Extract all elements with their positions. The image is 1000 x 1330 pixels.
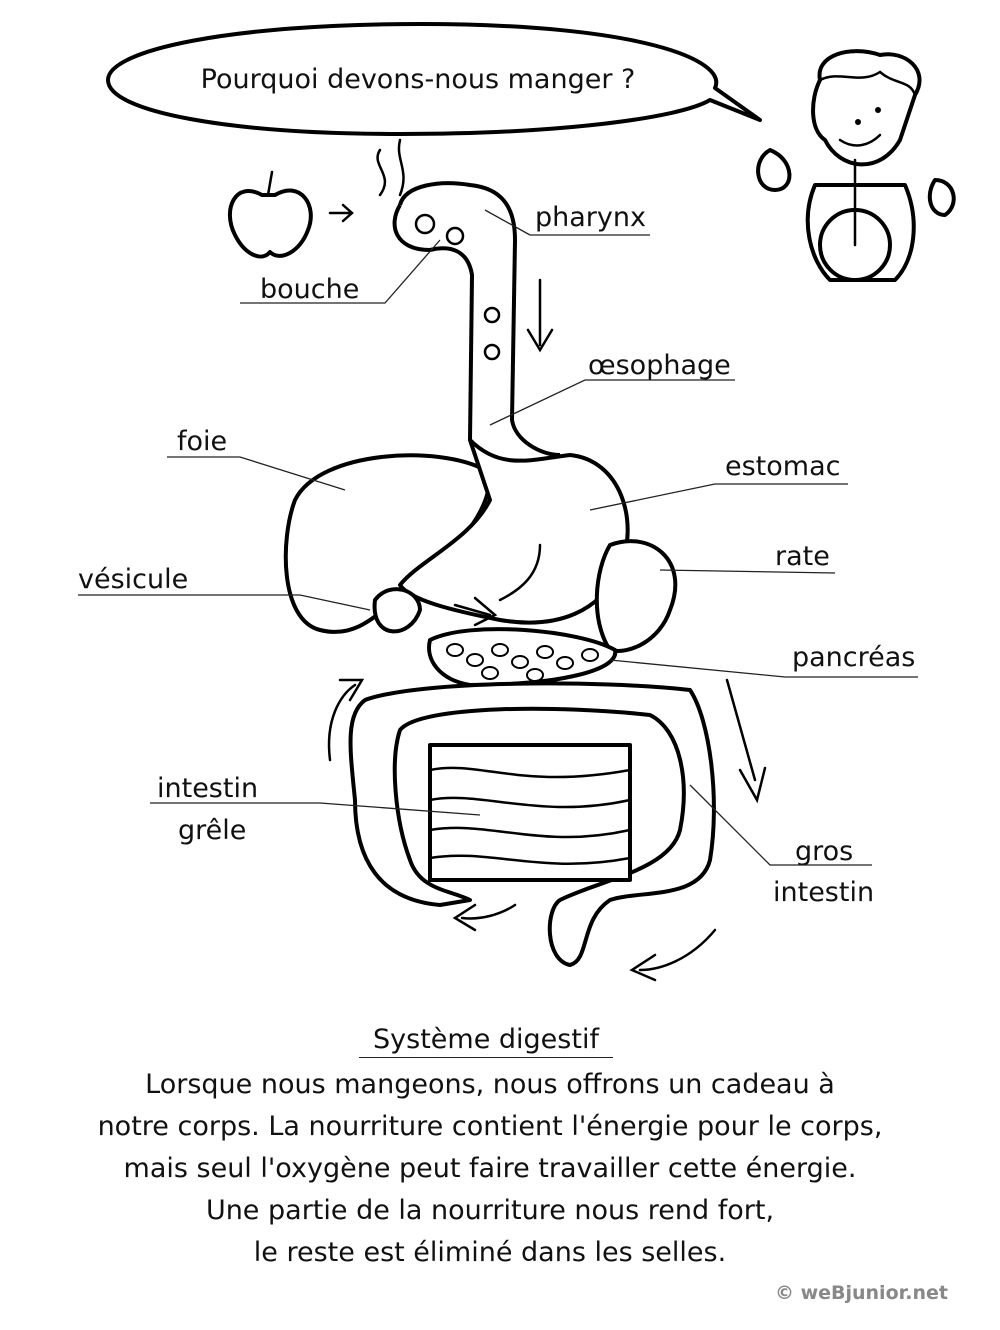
caption-line: mais seul l'oxygène peut faire travaille… [123,1153,857,1184]
caption-line: notre corps. La nourriture contient l'én… [97,1111,883,1142]
speech-bubble-text: Pourquoi devons-nous manger ? [201,64,636,95]
apple-icon [227,170,354,259]
spleen [594,539,678,653]
gall-bladder [372,587,422,634]
esophagus [376,138,561,457]
label-intestin-grele-1: intestin [157,773,258,804]
caption-title-text: Système digestif [359,1024,613,1058]
organ-labels: pharynx bouche œsophage foie estomac rat… [78,202,918,908]
caption-line: Une partie de la nourriture nous rend fo… [205,1195,775,1226]
label-pancreas: pancréas [792,642,915,673]
label-gros-intestin-2: intestin [773,877,874,908]
label-foie: foie [177,426,227,457]
label-vesicule: vésicule [78,564,188,595]
caption-title: Système digestif [0,1024,972,1058]
small-intestine [428,743,632,882]
label-rate: rate [775,541,830,572]
pancreas [427,627,618,687]
label-gros-intestin-1: gros [795,836,853,867]
caption-line: Lorsque nous mangeons, nous offrons un c… [145,1069,835,1100]
label-oesophage: œsophage [588,350,731,381]
large-intestine [348,681,716,967]
webjunior-logo[interactable]: © weBjunior.net [774,1282,948,1304]
label-pharynx: pharynx [535,202,646,233]
speech-bubble: Pourquoi devons-nous manger ? [106,22,762,136]
flow-arrows [327,596,767,982]
label-bouche: bouche [260,274,359,305]
label-estomac: estomac [725,451,840,482]
label-intestin-grele-2: grêle [178,815,246,846]
boy-illustration [756,49,956,282]
caption-line: le reste est éliminé dans les selles. [253,1237,727,1268]
stomach [398,438,630,625]
